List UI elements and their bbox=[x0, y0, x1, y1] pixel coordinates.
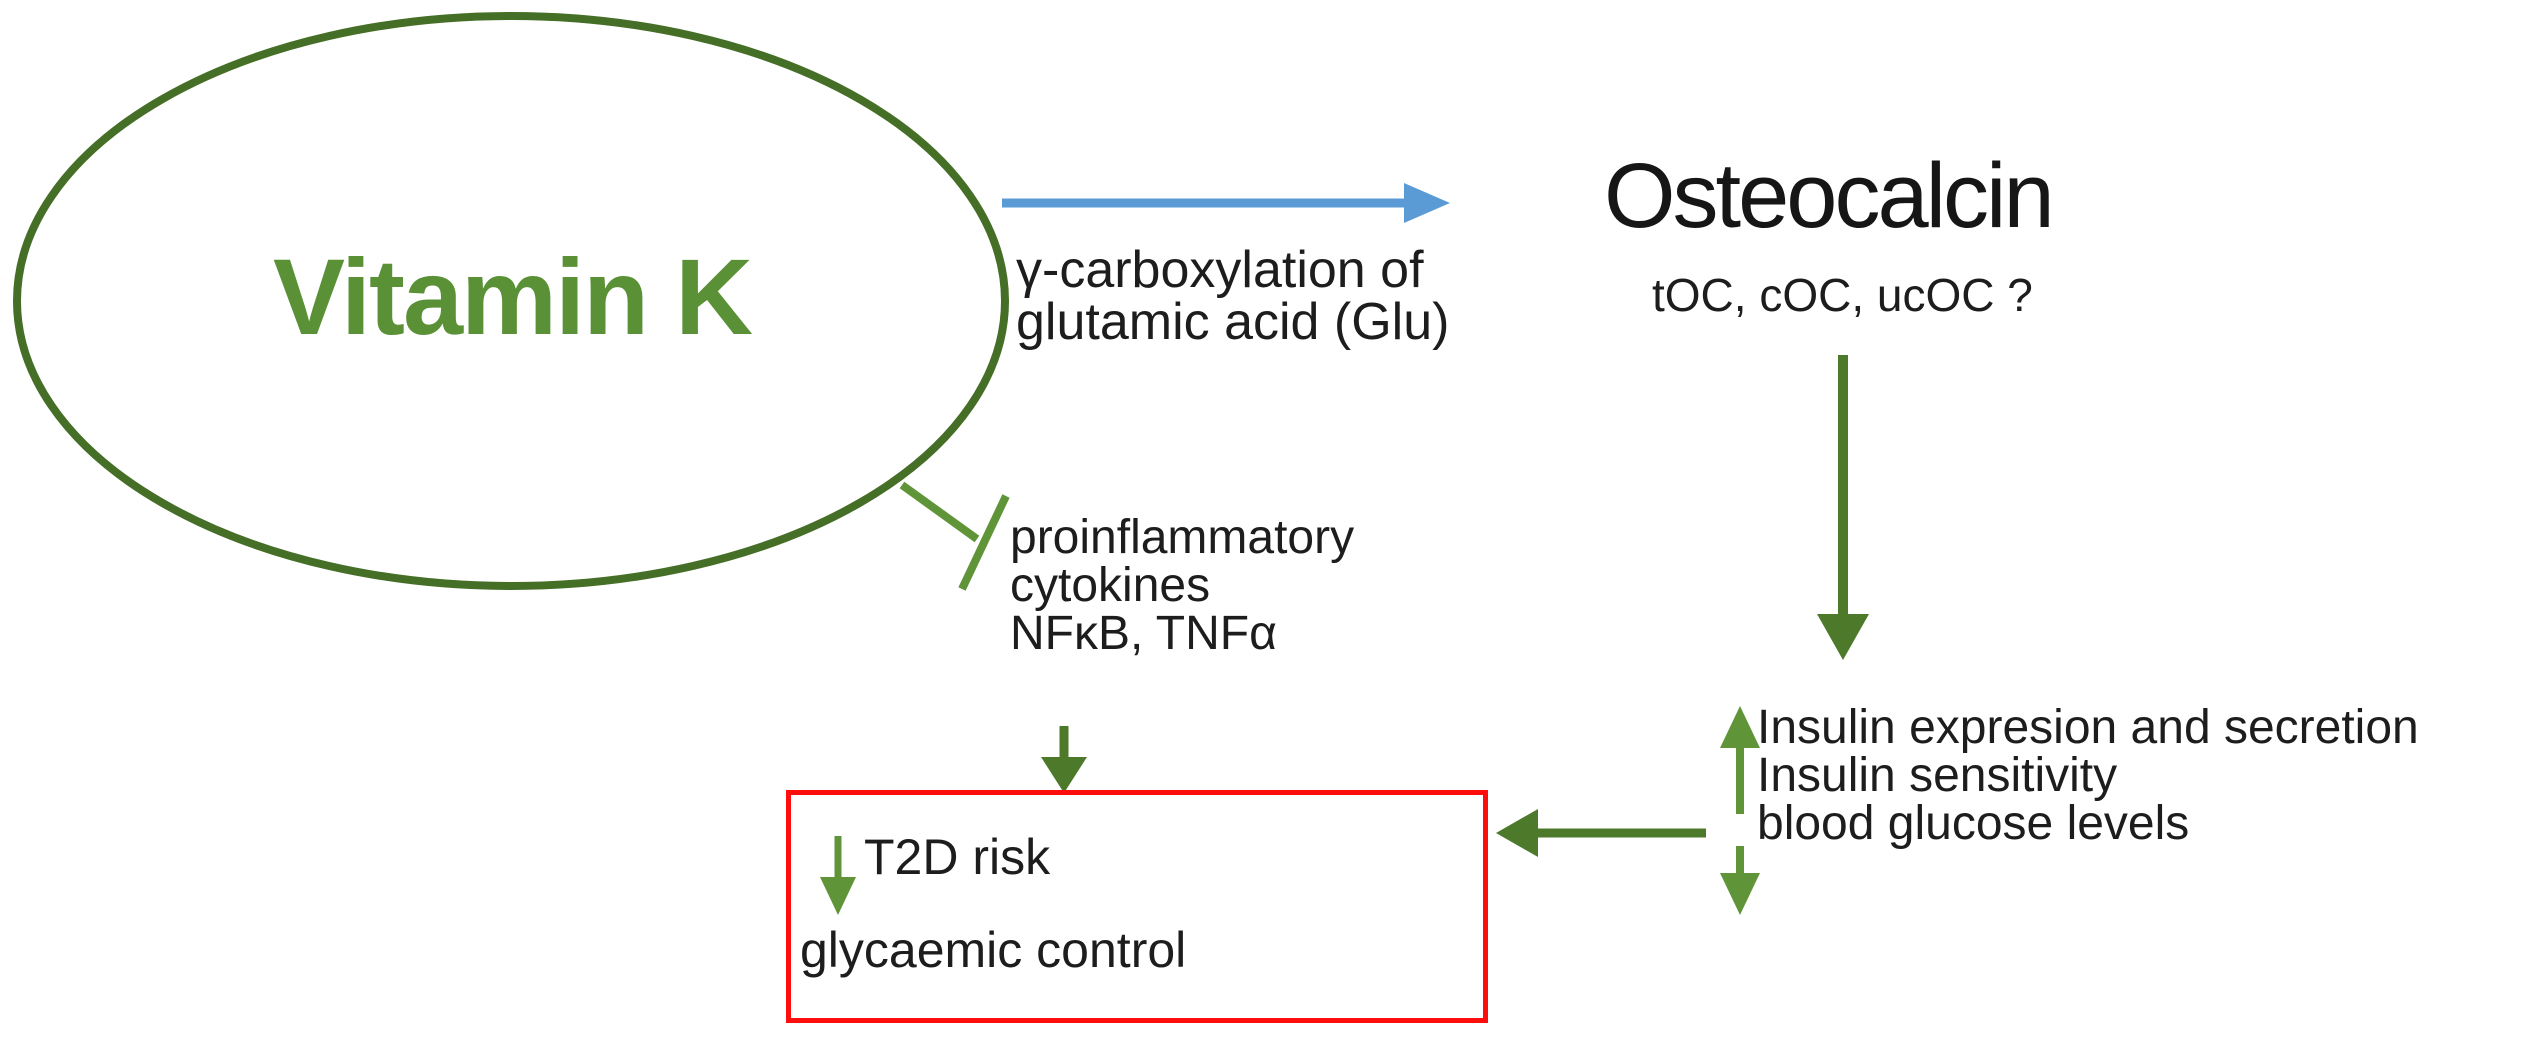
t2d-decrease-arrow-icon bbox=[820, 836, 856, 915]
carboxylation-line2: glutamic acid (Glu) bbox=[1016, 293, 1450, 351]
insulin-effects-line1: Insulin expresion and secretion bbox=[1757, 701, 2419, 754]
cytokines-line3: NFκB, TNFα bbox=[1010, 607, 1277, 660]
cytokines-line1: proinflammatory bbox=[1010, 511, 1355, 564]
insulin-up-arrow-icon bbox=[1720, 706, 1760, 814]
glucose-down-arrow-icon bbox=[1720, 846, 1760, 915]
carboxylation-line1: γ-carboxylation of bbox=[1016, 241, 1424, 299]
vitamin-k-label: Vitamin K bbox=[272, 236, 753, 357]
outcome-box bbox=[786, 790, 1488, 1023]
vitamin-k-ellipse bbox=[13, 12, 1009, 590]
insulin-effects-line2: Insulin sensitivity bbox=[1757, 749, 2118, 802]
carboxylation-right-arrow-icon bbox=[1002, 183, 1450, 223]
osteocalcin-subtitle: tOC, cOC, ucOC ? bbox=[1652, 269, 2033, 321]
carboxylation-label: γ-carboxylation of glutamic acid (Glu) bbox=[1016, 244, 1449, 348]
cytokines-label: proinflammatory cytokines NFκB, TNFα bbox=[1010, 514, 1354, 658]
cytokines-down-arrow-icon bbox=[1041, 726, 1087, 793]
cytokines-line2: cytokines bbox=[1010, 559, 1211, 612]
insulin-effects-line3: blood glucose levels bbox=[1757, 797, 2190, 850]
outcome-line2: glycaemic control bbox=[800, 922, 1187, 978]
outcome-line1: T2D risk bbox=[864, 829, 1051, 885]
inhibition-tbar-icon bbox=[899, 481, 1010, 591]
osteocalcin-down-arrow-icon bbox=[1817, 355, 1869, 660]
insulin-effects-label: Insulin expresion and secretion Insulin … bbox=[1757, 704, 2419, 848]
osteocalcin-title: Osteocalcin bbox=[1604, 145, 2055, 247]
outcome-left-arrow-icon bbox=[1496, 809, 1706, 857]
